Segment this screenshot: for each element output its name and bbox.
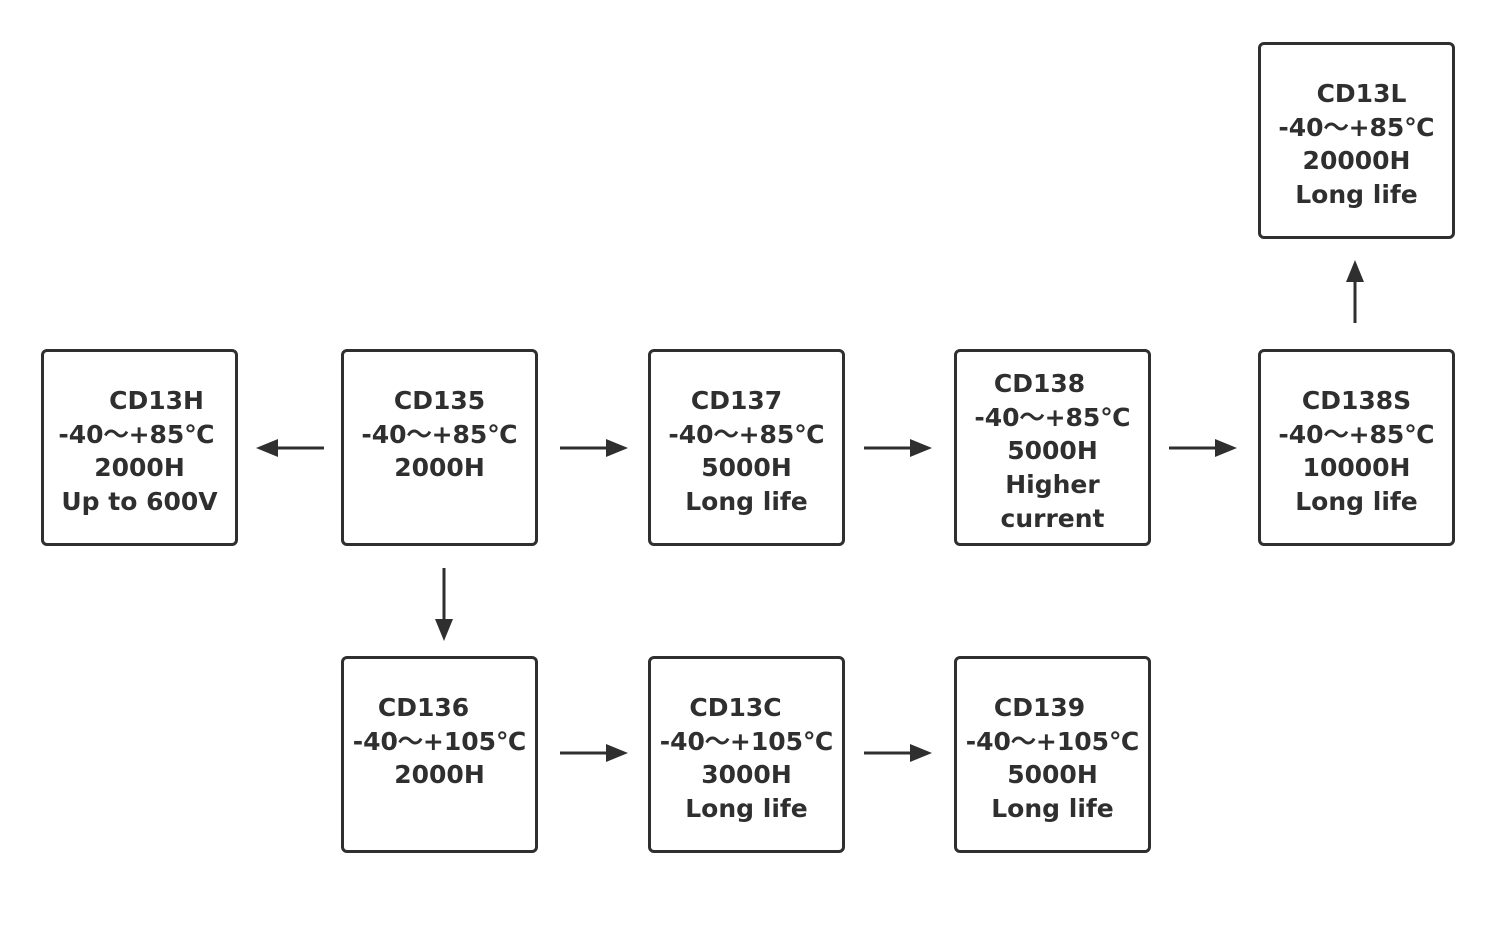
node-cd138s: CD138S -40～+85℃ 10000H Long life	[1258, 349, 1455, 546]
node-title: CD135	[393, 386, 486, 415]
arrow-cd138s-to-cd13l	[1346, 260, 1364, 323]
node-spec-line: -40～+85℃	[668, 420, 825, 449]
node-cd138: CD138 -40～+85℃ 5000H Higher current	[954, 349, 1151, 546]
arrow-head	[910, 744, 932, 762]
arrow-head	[256, 439, 278, 457]
node-spec-line: 20000H	[1302, 146, 1411, 175]
node-spec-line: current	[1000, 504, 1105, 533]
arrow-head	[910, 439, 932, 457]
node-spec-line: -40～+85℃	[58, 420, 215, 449]
arrow-cd135-to-cd136	[435, 568, 453, 641]
node-spec-line: 2000H	[94, 453, 185, 482]
node-cd135: CD135 -40～+85℃ 2000H	[341, 349, 538, 546]
node-spec-line: -40～+105℃	[659, 727, 834, 756]
node-spec-line: 5000H	[1007, 436, 1098, 465]
node-cd137: CD137 -40～+85℃ 5000H Long life	[648, 349, 845, 546]
node-cd13h: CD13H -40～+85℃ 2000H Up to 600V	[41, 349, 238, 546]
node-title: CD138	[993, 369, 1086, 398]
node-title: CD13C	[689, 693, 782, 722]
arrow-cd137-to-cd138	[864, 439, 932, 457]
node-spec-line: -40～+105℃	[965, 727, 1140, 756]
node-spec-line: -40～+85℃	[361, 420, 518, 449]
arrow-cd138-to-cd138s	[1169, 439, 1237, 457]
node-spec-line: -40～+85℃	[1278, 420, 1435, 449]
node-spec-line: 3000H	[701, 760, 792, 789]
arrow-head	[606, 744, 628, 762]
arrow-head	[606, 439, 628, 457]
node-spec-line: Up to 600V	[61, 487, 218, 516]
arrow-cd135-to-cd137	[560, 439, 628, 457]
node-title: CD136	[377, 693, 470, 722]
node-spec-line: Long life	[685, 794, 808, 823]
arrow-head	[1215, 439, 1237, 457]
node-spec-line: 10000H	[1302, 453, 1411, 482]
node-title: CD13H	[109, 386, 204, 415]
node-spec-line: 5000H	[1007, 760, 1098, 789]
node-spec-line: 2000H	[394, 760, 485, 789]
node-spec-line: 5000H	[701, 453, 792, 482]
node-spec-line: 2000H	[394, 453, 485, 482]
node-cd136: CD136 -40～+105℃ 2000H	[341, 656, 538, 853]
arrow-head	[435, 619, 453, 641]
arrow-cd13c-to-cd139	[864, 744, 932, 762]
arrow-cd136-to-cd13c	[560, 744, 628, 762]
node-spec-line: Long life	[1295, 180, 1418, 209]
node-title: CD13L	[1316, 79, 1407, 108]
node-cd139: CD139 -40～+105℃ 5000H Long life	[954, 656, 1151, 853]
node-spec-line: Long life	[685, 487, 808, 516]
node-spec-line: Long life	[1295, 487, 1418, 516]
node-spec-line: -40～+85℃	[1278, 113, 1435, 142]
arrow-cd135-to-cd13h	[256, 439, 324, 457]
node-title: CD138S	[1301, 386, 1412, 415]
node-spec-line: -40～+105℃	[352, 727, 527, 756]
arrow-head	[1346, 260, 1364, 282]
node-spec-line: -40～+85℃	[974, 403, 1131, 432]
node-spec-line: Higher	[1005, 470, 1100, 499]
node-cd13l: CD13L -40～+85℃ 20000H Long life	[1258, 42, 1455, 239]
node-cd13c: CD13C -40～+105℃ 3000H Long life	[648, 656, 845, 853]
node-spec-line: Long life	[991, 794, 1114, 823]
node-title: CD139	[993, 693, 1086, 722]
node-title: CD137	[690, 386, 783, 415]
